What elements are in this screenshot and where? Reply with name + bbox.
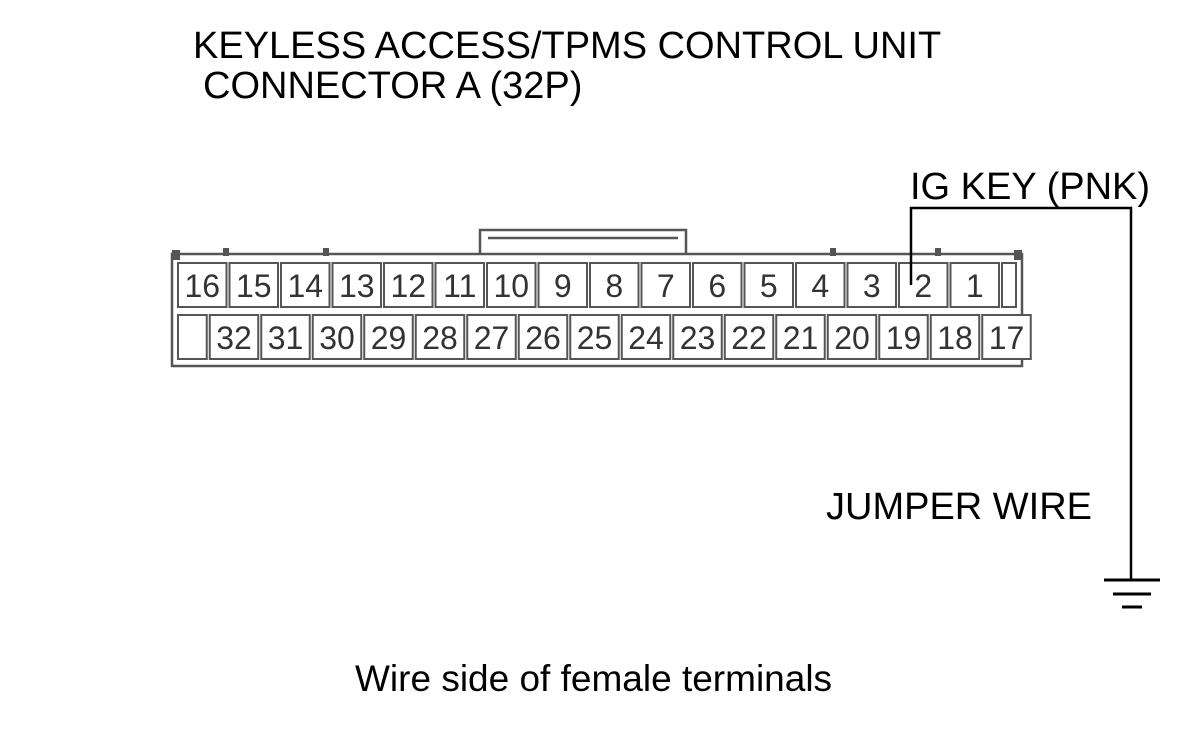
terminal-cell-bottom	[363, 314, 414, 360]
connector-key	[830, 248, 836, 256]
connector-key	[223, 248, 229, 256]
diagram-caption: Wire side of female terminals	[355, 658, 833, 699]
wiring	[909, 206, 1160, 609]
ig-key-label: IG KEY (PNK)	[910, 166, 1151, 208]
terminal-cell-bottom	[260, 314, 311, 360]
terminal-cell-bottom	[929, 314, 981, 360]
terminal-number: 28	[422, 320, 458, 356]
terminal-number: 5	[760, 268, 778, 304]
terminal-cell-top	[743, 262, 794, 308]
terminal-number: 10	[493, 268, 529, 304]
terminal-cell-bottom	[620, 314, 672, 360]
terminal-number: 13	[339, 268, 375, 304]
terminal-cell-top	[228, 262, 279, 308]
terminal-cell-top	[898, 262, 949, 308]
terminal-number: 30	[319, 320, 355, 356]
terminal-cell-top	[692, 262, 743, 308]
terminal-number: 26	[525, 320, 561, 356]
terminal-cell-bottom	[517, 314, 569, 360]
terminal-number: 6	[708, 268, 726, 304]
diagram-title-line2: CONNECTOR A (32P)	[203, 65, 583, 107]
terminal-number: 9	[554, 268, 572, 304]
terminal-number: 4	[811, 268, 829, 304]
connector-corner-tab	[172, 250, 180, 260]
connector-key	[323, 248, 329, 256]
connector-latch	[478, 228, 688, 254]
terminal-cell-top	[640, 262, 691, 308]
terminal-cell-bottom	[981, 314, 1032, 360]
terminal-cell-top	[331, 262, 382, 308]
ig-key-wire	[909, 206, 1133, 580]
terminal-number: 14	[287, 268, 323, 304]
terminal-number: 18	[937, 320, 973, 356]
terminal-number: 22	[731, 320, 767, 356]
connector-corner-tab	[1014, 250, 1022, 260]
terminal-number: 1	[966, 268, 984, 304]
terminal-number: 31	[268, 320, 304, 356]
terminal-cell-bottom	[466, 314, 517, 360]
terminal-number: 29	[371, 320, 407, 356]
terminal-cell-bottom	[414, 314, 466, 360]
terminal-cell-top	[434, 262, 485, 308]
terminal-number: 23	[680, 320, 716, 356]
terminal-cell-bottom	[311, 314, 363, 360]
terminal-cell-top	[589, 262, 640, 308]
terminal-cell-bottom	[569, 314, 620, 360]
terminal-cell-bottom	[826, 314, 878, 360]
terminal-cell-top	[280, 262, 331, 308]
diagram-title-line1: KEYLESS ACCESS/TPMS CONTROL UNIT	[193, 25, 942, 67]
terminal-number: 17	[989, 320, 1025, 356]
terminal-number: 8	[605, 268, 623, 304]
terminal-cell-blank	[1001, 262, 1017, 308]
terminal-cell-top	[949, 262, 1000, 308]
terminal-number: 3	[863, 268, 881, 304]
terminal-number: 2	[914, 268, 932, 304]
terminal-cell-bottom	[672, 314, 723, 360]
connector-key	[935, 248, 941, 256]
terminal-cell-bottom	[878, 314, 929, 360]
terminal-cell-top	[486, 262, 537, 308]
terminal-cell-top	[383, 262, 434, 308]
terminal-cell-top	[537, 262, 588, 308]
terminal-cell-top	[177, 262, 228, 308]
terminal-cell-blank	[177, 314, 208, 360]
terminal-number: 19	[886, 320, 922, 356]
terminal-number: 20	[834, 320, 870, 356]
terminal-number: 32	[216, 320, 252, 356]
terminal-cell-bottom	[208, 314, 260, 360]
terminal-number: 16	[184, 268, 220, 304]
jumper-wire-label: JUMPER WIRE	[826, 486, 1092, 528]
terminal-cell-top	[795, 262, 846, 308]
terminal-cell-top	[846, 262, 897, 308]
terminal-number: 27	[474, 320, 510, 356]
terminal-number: 7	[657, 268, 675, 304]
terminal-number: 15	[236, 268, 272, 304]
terminal-number: 21	[783, 320, 819, 356]
terminal-number: 12	[390, 268, 426, 304]
terminal-cell-bottom	[775, 314, 826, 360]
terminal-number: 25	[577, 320, 613, 356]
terminal-number: 24	[628, 320, 664, 356]
terminal-number: 11	[443, 268, 476, 304]
terminal-cell-bottom	[723, 314, 775, 360]
